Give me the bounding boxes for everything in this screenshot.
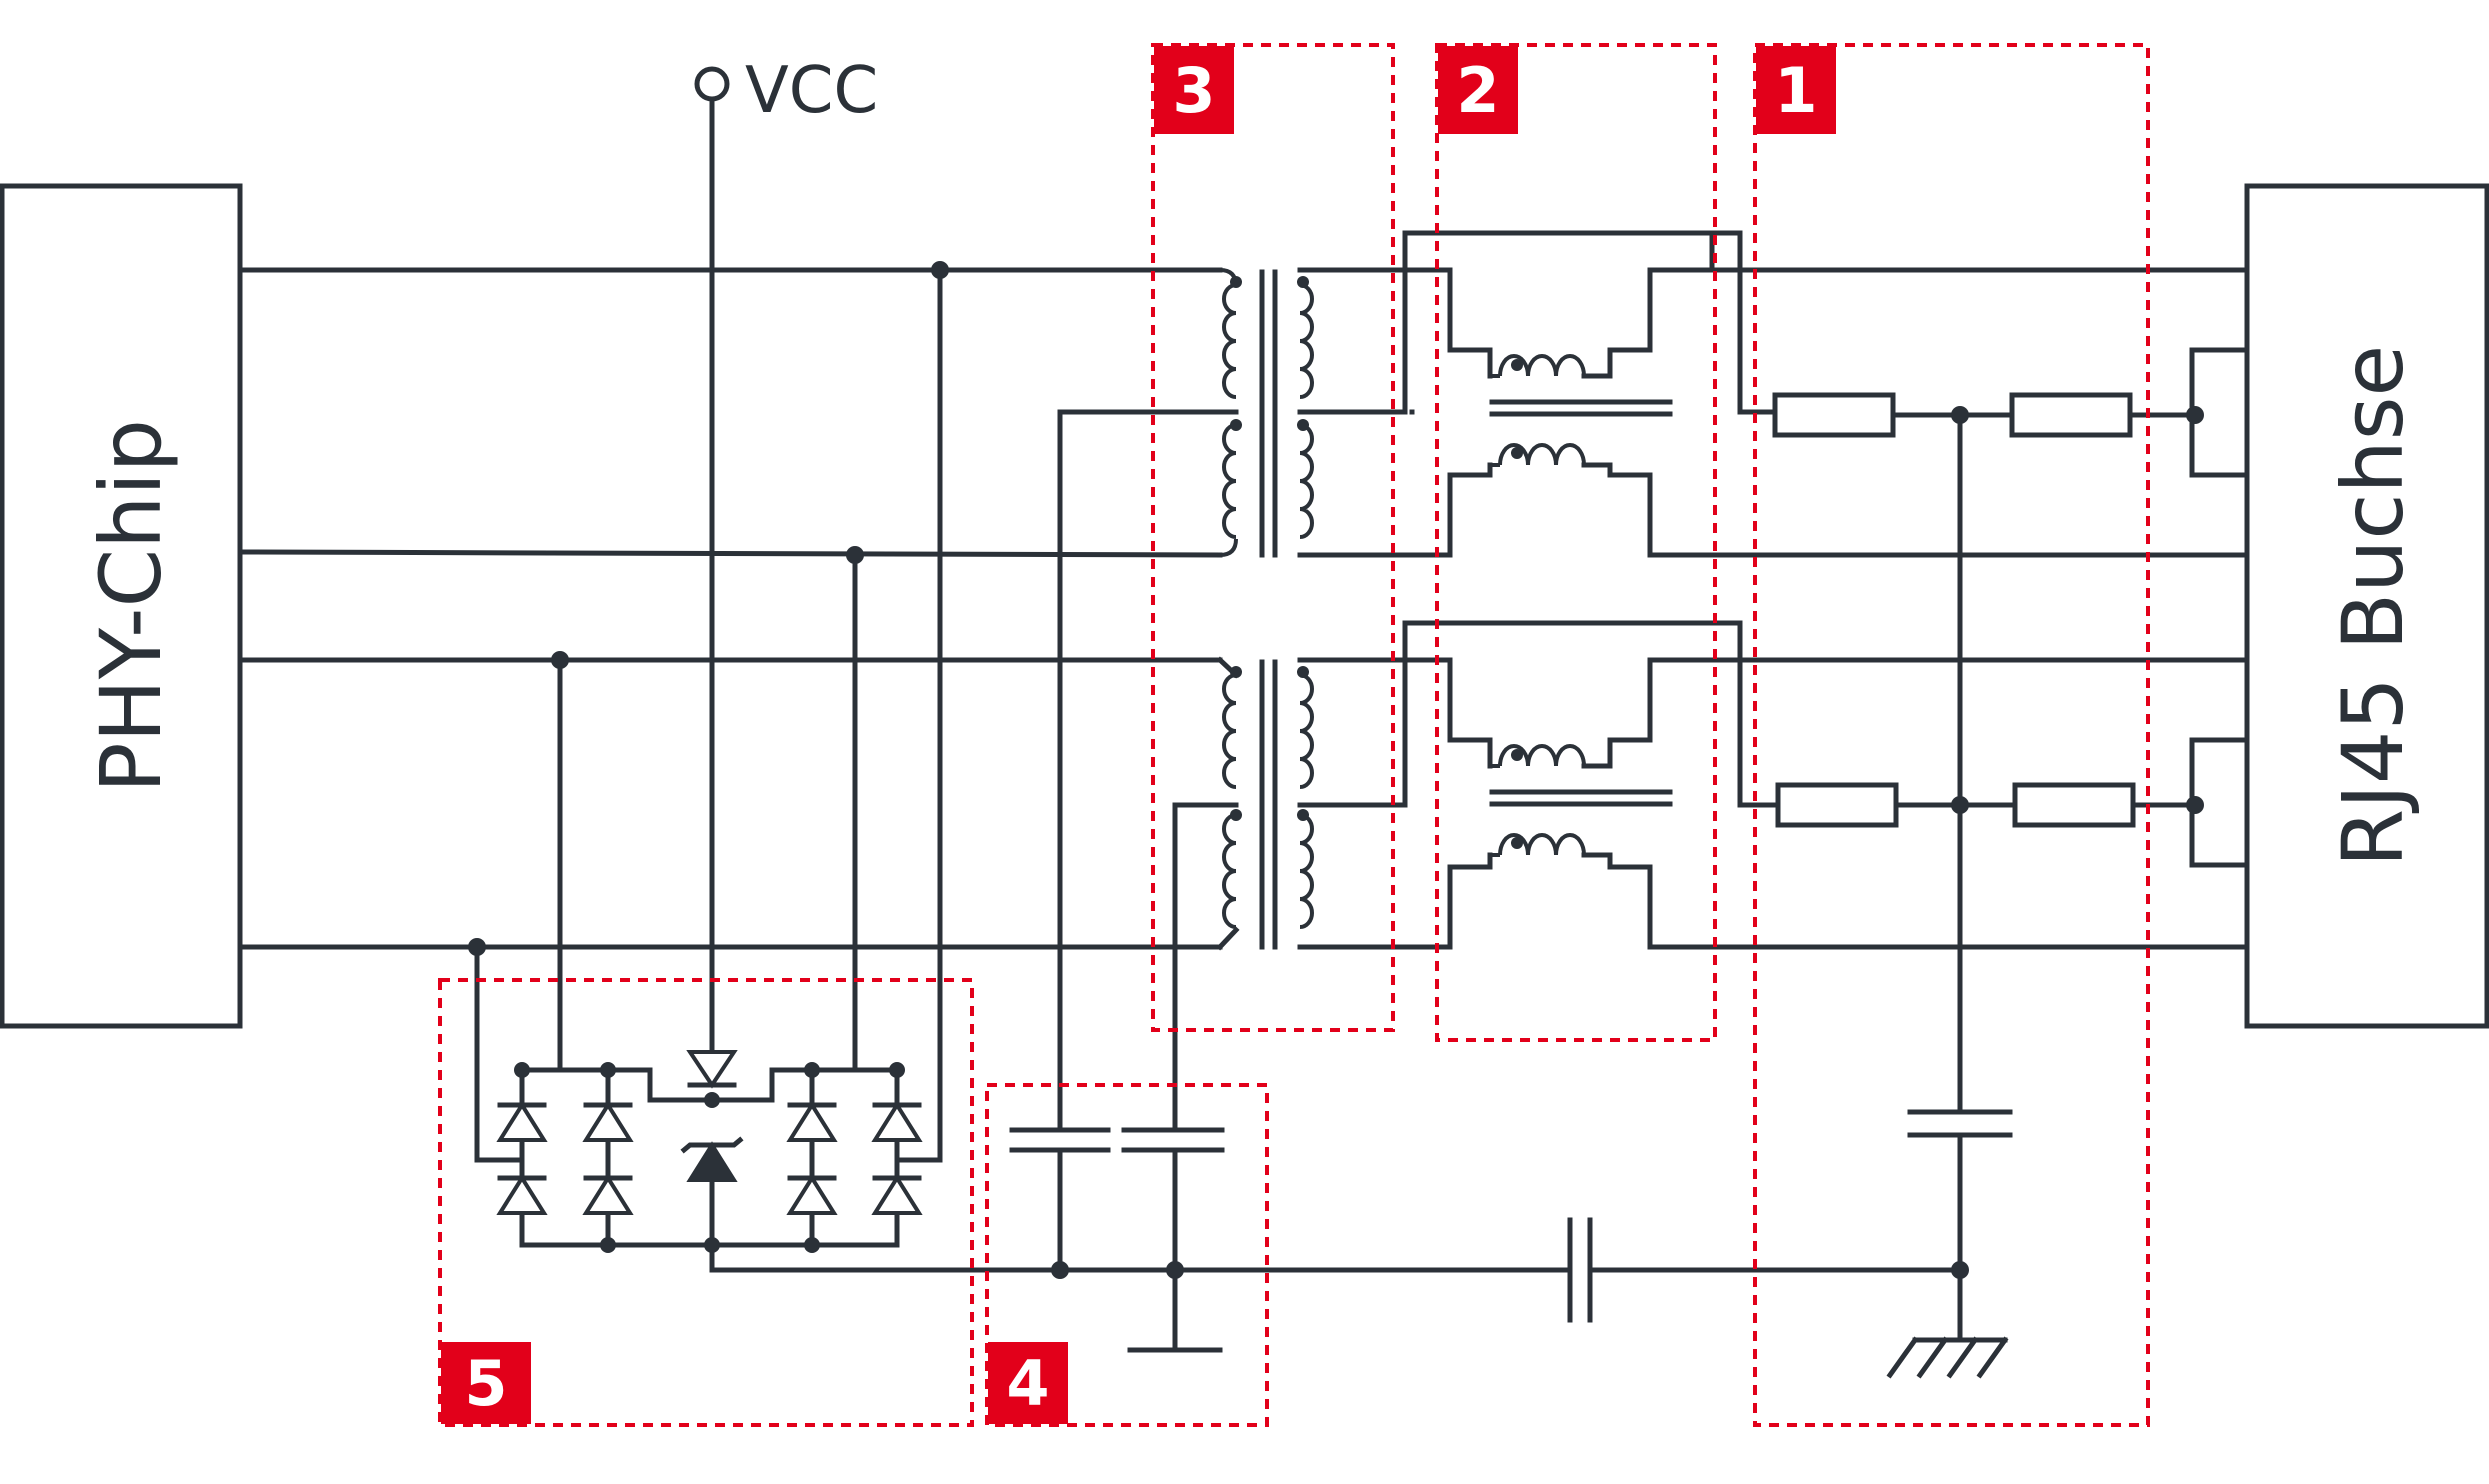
vcc-terminal: VCC xyxy=(694,54,878,1063)
resistor xyxy=(1772,392,1896,438)
resistor xyxy=(1775,782,1899,828)
zone-5-badge: 5 xyxy=(464,1347,507,1420)
choke-2 xyxy=(1347,620,1753,950)
zone-3: 3 xyxy=(1151,43,1395,1032)
diode-icon xyxy=(496,1101,548,1142)
tvs-diode-icon xyxy=(686,1141,738,1182)
diode-icon xyxy=(496,1174,548,1215)
termination-network xyxy=(1737,347,2250,1343)
zone-2: 2 xyxy=(1435,43,1717,1042)
vcc-label: VCC xyxy=(745,54,878,128)
transformer-1 xyxy=(1057,267,1353,558)
resistor xyxy=(2009,392,2133,438)
diode-icon xyxy=(582,1174,634,1215)
zone-1: 1 xyxy=(1753,43,2150,1427)
phy-chip-block: PHY-Chip xyxy=(0,183,243,1029)
zone-5: 5 xyxy=(438,978,974,1427)
zone-3-badge: 3 xyxy=(1172,54,1215,127)
phy-chip-label: PHY-Chip xyxy=(82,419,180,793)
zone-2-badge: 2 xyxy=(1456,54,1499,127)
diode-icon xyxy=(786,1174,838,1215)
choke-1 xyxy=(1347,230,1753,558)
signal-lines-phy-side xyxy=(237,261,1223,1163)
rj45-socket-block: RJ45 Buchse xyxy=(2244,183,2489,1029)
rj45-label: RJ45 Buchse xyxy=(2324,345,2422,867)
zone-1-badge: 1 xyxy=(1774,54,1817,127)
chassis-ground-icon xyxy=(1886,1336,2009,1379)
signal-lines-rj45-side xyxy=(1747,267,2250,950)
esd-protection-array xyxy=(474,1050,943,1253)
zone-4: 4 xyxy=(985,1083,1269,1427)
diode-icon xyxy=(786,1101,838,1142)
decoupling-capacitors xyxy=(1009,1127,1225,1353)
diode-icon xyxy=(871,1174,923,1215)
transformer-2 xyxy=(1172,656,1353,951)
diode-icon xyxy=(686,1050,738,1089)
center-tap-wires xyxy=(1057,409,1178,1133)
diode-icon xyxy=(582,1101,634,1142)
zone-4-badge: 4 xyxy=(1006,1347,1049,1420)
resistor xyxy=(2012,782,2136,828)
diode-icon xyxy=(871,1101,923,1142)
